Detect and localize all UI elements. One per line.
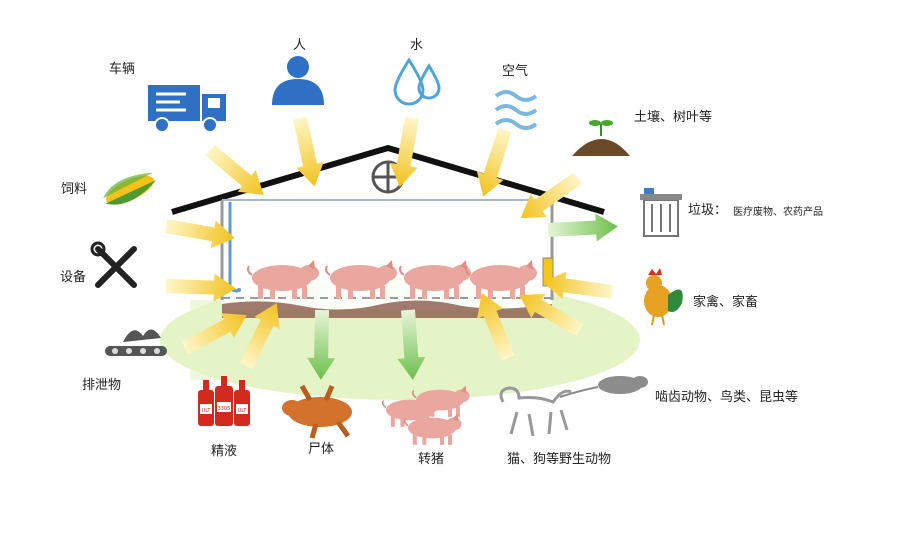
label-feed: 饲料 (61, 182, 88, 197)
label-air: 空气 (502, 64, 529, 79)
label-vehicle: 车辆 (109, 62, 136, 77)
label-rodents: 啮齿动物、鸟类、昆虫等 (655, 390, 799, 405)
tools-icon (90, 241, 137, 288)
label-semen: 精液 (211, 444, 238, 459)
manure-pit (222, 300, 552, 318)
excrement-conveyor-icon (105, 329, 167, 356)
rat-icon (559, 376, 648, 398)
pig-house (171, 144, 605, 318)
label-soil: 土壤、树叶等 (634, 110, 713, 125)
bottle-label-3: ULT (238, 408, 248, 414)
person-icon (272, 56, 324, 105)
dog-icon (499, 386, 572, 437)
corn-feed-icon (102, 172, 157, 205)
label-carcass: 尸体 (308, 442, 335, 457)
bottle-label-2: 3305 (218, 406, 231, 412)
water-drops-icon (393, 57, 441, 106)
label-person: 人 (293, 38, 307, 53)
bottle-label-1: ULT (202, 408, 212, 414)
label-poultry: 家禽、家畜 (693, 295, 759, 310)
label-garbage-detail: 医疗废物、农药产品 (733, 207, 823, 218)
label-wild-animals: 猫、狗等野生动物 (507, 452, 612, 467)
label-equipment: 设备 (60, 270, 87, 285)
air-waves-icon (494, 90, 538, 130)
label-garbage-title: 垃圾： (688, 203, 728, 218)
label-water: 水 (410, 38, 424, 53)
label-transfer-pigs: 转猪 (418, 452, 445, 467)
carcass-icon (282, 384, 352, 439)
trash-can-icon (640, 188, 682, 237)
rooster-icon (644, 268, 683, 326)
truck-icon (148, 85, 226, 133)
semen-bottles-icon: ULT 3305 ULT (198, 376, 250, 426)
soil-sprout-icon (572, 120, 630, 156)
label-excrement: 排泄物 (82, 378, 122, 393)
